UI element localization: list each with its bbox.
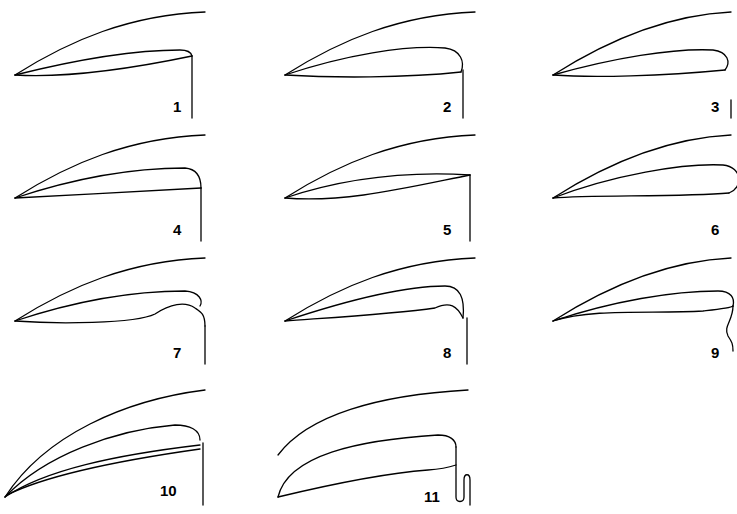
callout-number: 1 (173, 98, 181, 115)
callout-number: 4 (173, 221, 181, 238)
callout-number: 5 (443, 221, 451, 238)
airfoil-8 (285, 258, 475, 364)
callout-number: 2 (443, 98, 451, 115)
airfoil-7 (15, 258, 205, 364)
airfoil-6 (553, 135, 737, 198)
airfoil-2 (285, 12, 475, 118)
airfoil-4 (15, 135, 205, 241)
airfoil-10 (5, 390, 205, 505)
callout-number: 7 (173, 344, 181, 361)
callout-number: 3 (711, 98, 719, 115)
airfoil-1 (15, 12, 205, 118)
callout-number: 10 (160, 482, 177, 499)
airfoil-9 (553, 258, 733, 351)
callout-number: 11 (424, 488, 440, 505)
airfoil-3 (553, 12, 731, 118)
callout-number: 8 (443, 344, 451, 361)
callout-number: 9 (711, 344, 719, 361)
airfoil-5 (285, 135, 475, 241)
callout-number: 6 (711, 221, 719, 238)
airfoil-11 (278, 390, 470, 505)
